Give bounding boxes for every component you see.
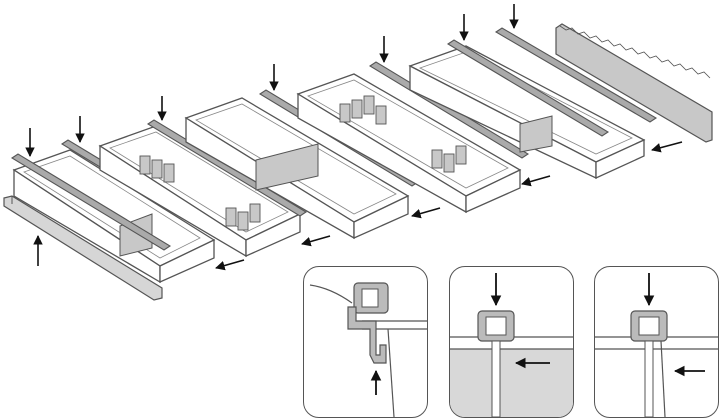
drawer-1 (12, 149, 216, 284)
compartment-dividers (139, 155, 261, 231)
divider-panel (255, 143, 319, 191)
rail-3 (146, 119, 308, 217)
arrow-left-icon (215, 259, 245, 271)
cap-insert-detail-icon (595, 273, 718, 417)
clip-profile-detail-icon (309, 282, 427, 417)
insert-arrows-down (25, 4, 519, 157)
detail-view-clip-profile (303, 266, 428, 418)
compartment-dividers (339, 95, 467, 173)
rail-6 (446, 39, 610, 137)
drawer-3 (184, 97, 410, 240)
divider-panel (519, 115, 553, 153)
arrow-left-icon (301, 235, 331, 247)
drawer-2 (98, 125, 302, 258)
detail-view-cap-insert-b (594, 266, 719, 418)
arrow-left-icon (651, 141, 683, 153)
arrow-left-icon (411, 207, 441, 219)
bottom-rail (3, 195, 163, 301)
rail-1 (10, 153, 172, 251)
cap-insert-detail-icon (450, 273, 573, 417)
rail-7 (494, 27, 658, 123)
drawer-5 (408, 45, 646, 180)
arrow-left-icon (521, 175, 551, 187)
drawer-4 (296, 73, 522, 214)
insert-arrows-left (215, 141, 683, 271)
rear-panel (555, 23, 713, 143)
detail-view-cap-insert-a (449, 266, 574, 418)
